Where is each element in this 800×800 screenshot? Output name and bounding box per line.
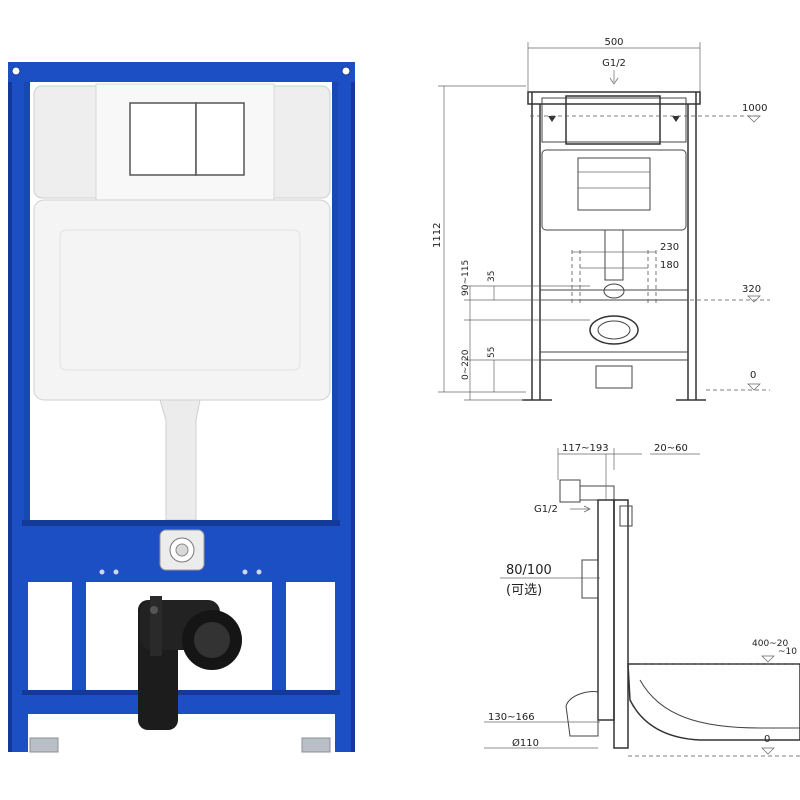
drain-elbow xyxy=(138,596,242,730)
dim-90-115: 90~115 xyxy=(461,260,471,296)
dim-35: 35 xyxy=(487,271,497,282)
top-rail xyxy=(8,62,355,82)
height-dimension: 1112 xyxy=(432,223,443,248)
option-note: (可选) xyxy=(506,583,542,598)
wall-gap: 20~60 xyxy=(654,443,688,454)
bowl-height: 400~20~10 xyxy=(752,639,797,657)
option-dimension: 80/100 xyxy=(506,563,552,578)
flush-button-small xyxy=(195,102,245,176)
level-0-side: 0 xyxy=(764,734,770,745)
inlet-label-front: G1/2 xyxy=(602,58,626,69)
outlet-range: 130~166 xyxy=(488,712,535,723)
spacing-180: 180 xyxy=(660,260,679,271)
level-320: 320 xyxy=(742,284,761,295)
side-section-drawing: 117~193 20~60 G1/2 80/100 (可选) 400~20~10… xyxy=(484,443,800,757)
left-foot xyxy=(29,737,59,753)
level-0-front: 0 xyxy=(750,370,756,381)
frame-photo xyxy=(8,62,355,753)
pipe-diameter: Ø110 xyxy=(512,737,539,749)
dim-55: 55 xyxy=(487,347,497,358)
level-1000: 1000 xyxy=(742,103,767,114)
width-dimension: 500 xyxy=(604,37,623,48)
flush-pipe xyxy=(159,399,201,521)
spacing-230: 230 xyxy=(660,242,679,253)
front-elevation-drawing: 500 G1/2 xyxy=(432,37,770,401)
right-foot xyxy=(301,737,331,753)
flush-button-large xyxy=(129,102,197,176)
wall-hung-bowl xyxy=(627,663,800,741)
dim-0-220: 0~220 xyxy=(461,349,471,380)
depth-range: 117~193 xyxy=(562,443,609,454)
inlet-label-side: G1/2 xyxy=(534,504,558,515)
